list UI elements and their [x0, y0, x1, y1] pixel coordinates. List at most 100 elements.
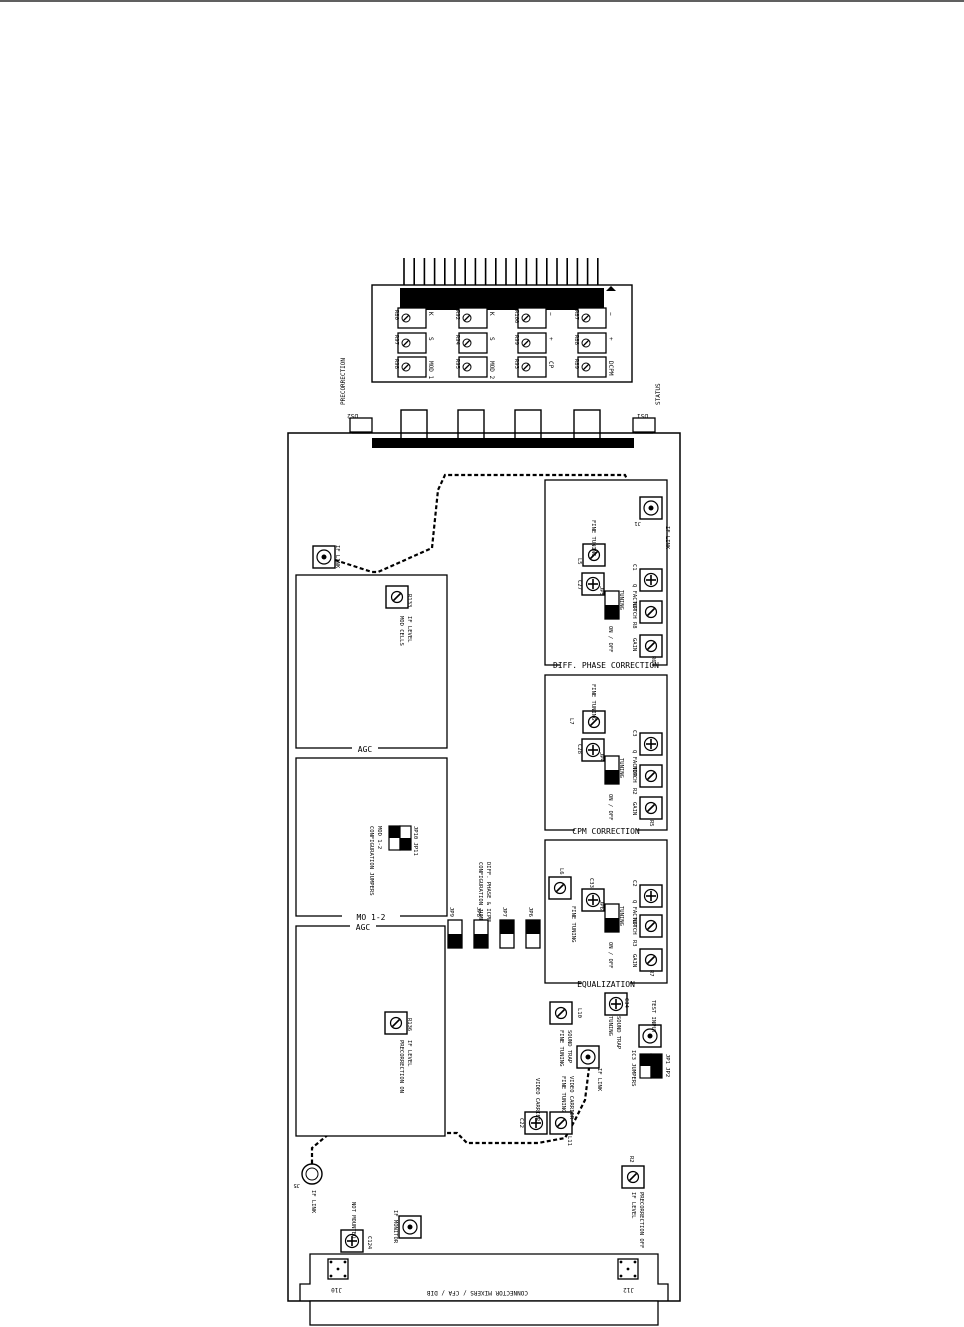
diff-r6-gain[interactable] — [639, 634, 663, 658]
cpm-correction-block: CPM CORRECTION L7 FINE TUNING C28 TUNING… — [544, 674, 668, 836]
module-trimmer[interactable] — [517, 307, 547, 329]
module-ref-label: R98 — [393, 359, 399, 369]
jp1-jp2-jumpers[interactable] — [639, 1053, 663, 1079]
module-trimmer[interactable] — [458, 332, 488, 354]
module-trimmer[interactable] — [517, 332, 547, 354]
jp6b-jumper[interactable] — [525, 919, 541, 949]
module-trimmer-slot — [582, 314, 590, 322]
jp7-jumper[interactable] — [499, 919, 515, 949]
module-ref-label: R89 — [573, 359, 579, 369]
test-input-j2[interactable] — [638, 1024, 662, 1048]
module-function-label: S — [427, 337, 434, 341]
module-trimmer[interactable] — [517, 356, 547, 378]
if-link-j5[interactable] — [301, 1163, 323, 1185]
mod12-block: MO 1-2 JP10 JP11 MOD 1-2 CONFIGURATION J… — [295, 757, 448, 922]
diff-jp5-jumper[interactable] — [604, 590, 620, 620]
agc-if-link-label: IF LINK — [334, 545, 340, 569]
led-precorrection-ref: DS2 — [347, 412, 358, 419]
led-status-label: STATUS — [655, 383, 662, 405]
diff-if-link-j1[interactable] — [639, 496, 663, 520]
jp10-jp11-jumpers[interactable] — [388, 825, 412, 851]
module-trimmer[interactable] — [458, 356, 488, 378]
video-carrier-label: VIDEO CARRIER — [534, 1078, 540, 1122]
cpm-jp4-label: JP4 — [598, 752, 604, 763]
agc-top-block: IF LINK AGC R133 MOD CELLS IF LEVEL — [295, 545, 448, 754]
module-function-label: MOD 2 — [488, 361, 495, 379]
connector-ref-label: CONNECTOR MIXERS / CFA / DIB — [426, 1289, 528, 1296]
agc-if-link-j4[interactable] — [312, 545, 336, 569]
eq-q-factor-label: Q FACTOR — [631, 900, 637, 927]
cpm-c3-label: C3 — [631, 730, 637, 737]
module-function-label: DCPM — [607, 361, 614, 376]
jp6b-label: JP6 — [527, 907, 533, 917]
module-trimmer[interactable] — [397, 307, 427, 329]
jp7-label: JP7 — [501, 907, 507, 917]
module-function-label: S — [488, 337, 495, 341]
diff-c1-q-factor[interactable] — [639, 568, 663, 592]
diff-r8-notch[interactable] — [639, 600, 663, 624]
mod12-title: MO 1-2 — [357, 913, 386, 922]
jp8-jumper[interactable] — [473, 919, 489, 949]
eq-r3-notch[interactable] — [639, 914, 663, 938]
diff-cfg-label2: CONFIGURATION JUMPERS — [477, 862, 483, 932]
diff-q-factor-label: Q FACTOR — [631, 584, 637, 611]
jp9-jumper[interactable] — [447, 919, 463, 949]
cpm-notch-label: NOTCH — [631, 766, 637, 783]
l11-label: L11 — [566, 1136, 572, 1146]
r2b-label: R2 — [628, 1156, 634, 1163]
c22-label: C22 — [518, 1118, 524, 1128]
agc-r136-precorrection-on[interactable] — [384, 1011, 408, 1035]
cpm-r5-gain[interactable] — [639, 796, 663, 820]
diff-l5-label: L5 — [576, 558, 582, 565]
eq-r3-label: R3 — [631, 940, 637, 947]
module-trimmer[interactable] — [458, 307, 488, 329]
r2-precorrection-off[interactable] — [621, 1165, 645, 1189]
eq-onoff-label: ON / OFF — [607, 942, 613, 969]
module-trimmer-slot — [463, 363, 471, 371]
module-trimmer[interactable] — [577, 332, 607, 354]
module-trimmer[interactable] — [397, 332, 427, 354]
eq-r7-gain[interactable] — [639, 948, 663, 972]
module-trimmer[interactable] — [577, 307, 607, 329]
sound-trap2-label: SOUND TRAP — [615, 1016, 621, 1050]
eq-gain-label: GAIN — [631, 954, 637, 967]
cpm-jp4-jumper[interactable] — [604, 755, 620, 785]
module-trimmer-slot — [582, 363, 590, 371]
j6-if-link-label: IF LINK — [596, 1068, 602, 1092]
equalization-block: EQUALIZATION L6 FINE TUNING C33 TUNING J… — [544, 839, 668, 989]
ic3-jumpers-label: IC3 JUMPERS — [630, 1050, 636, 1086]
diff-jp5-label: JP5 — [598, 586, 604, 596]
module-trimmer-slot — [402, 339, 410, 347]
diff-j1-ref: J1 — [634, 520, 641, 526]
agc-r133-mod-cells[interactable] — [385, 585, 409, 609]
jp9-label: JP9 — [448, 907, 454, 917]
not-mounted-label: NOT MOUNTED — [350, 1202, 356, 1238]
eq-jp6-jumper[interactable] — [604, 903, 620, 933]
agc-bottom-title: AGC — [356, 923, 371, 932]
eq-fine-tuning-label: FINE TUNING — [570, 906, 576, 942]
cpm-fine-tuning-label: FINE TUNING — [590, 684, 596, 720]
cpm-r2-label: R2 — [631, 788, 637, 795]
jp10-jp11-label: JP10 JP11 — [412, 826, 418, 856]
led-precorrection: DS2 PRECORRECTION — [340, 358, 373, 434]
if-monitor-j8[interactable] — [398, 1215, 422, 1239]
eq-c2-q-factor[interactable] — [639, 884, 663, 908]
module-trimmer-slot — [522, 314, 530, 322]
diff-r6-label: R6 — [650, 656, 656, 663]
cpm-r2-notch[interactable] — [639, 764, 663, 788]
if-link-j6[interactable] — [576, 1045, 600, 1069]
l10-sound-trap[interactable] — [549, 1001, 573, 1025]
module-trimmer[interactable] — [397, 356, 427, 378]
module-trimmer[interactable] — [577, 356, 607, 378]
eq-l6-fine-tuning[interactable] — [548, 876, 572, 900]
diff-phase-title: DIFF. PHASE CORRECTION — [553, 661, 659, 670]
module-ref-label: R94 — [454, 335, 460, 346]
j5-if-link-label: IF LINK — [310, 1190, 316, 1214]
module-trimmer-slot — [402, 314, 410, 322]
module-function-label: + — [547, 337, 554, 341]
diff-r8-label: R8 — [631, 622, 637, 629]
c34-label: C34 — [623, 998, 629, 1009]
cpm-c3-q-factor[interactable] — [639, 732, 663, 756]
